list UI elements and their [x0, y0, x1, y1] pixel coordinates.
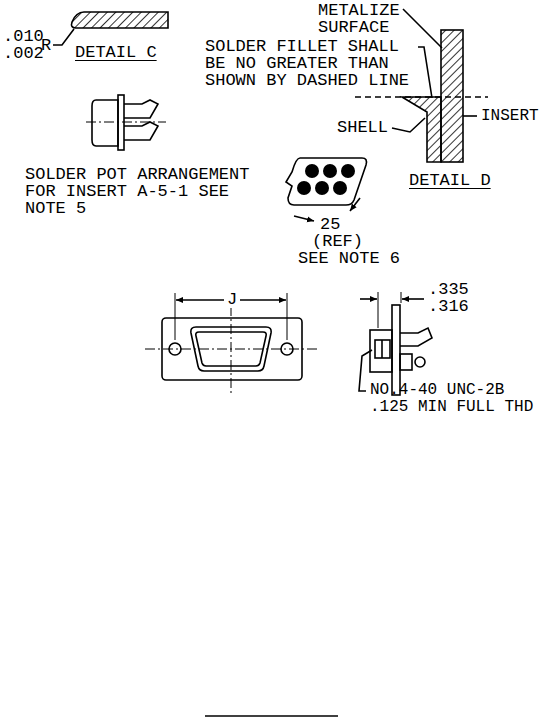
shell-section [402, 97, 441, 162]
dimension-text: J [224, 291, 240, 308]
leader-line [392, 118, 425, 132]
thread-note: NO.4-40 UNC-2B .125 MIN FULL THD [370, 382, 540, 416]
detail-title: DETAIL D [409, 172, 491, 189]
insert-face [286, 158, 367, 221]
solder-pot-view [86, 95, 166, 150]
dimension-text: .010 [3, 28, 44, 45]
detail-title: DETAIL C [75, 44, 157, 61]
note-text: SEE NOTE 6 [298, 250, 400, 267]
part-name: INSERT [481, 108, 539, 125]
leader-line [418, 47, 432, 98]
rule-line [205, 715, 338, 717]
dimension-text: .316 [428, 298, 469, 315]
leader-line [403, 9, 442, 48]
insert-section [441, 30, 463, 162]
fillet-limit-line [355, 96, 488, 98]
connector-front-view [145, 293, 318, 395]
dimension-text: (REF) [312, 233, 363, 250]
note-text: SOLDER POT ARRANGEMENT FOR INSERT A-5-1 … [25, 166, 265, 217]
note-text: SOLDER FILLET SHALL BE NO GREATER THAN S… [205, 38, 417, 89]
edge-radius-bar [72, 12, 169, 28]
dimension-text: .002 [3, 45, 44, 62]
dimension-text: .335 [428, 281, 469, 298]
part-name: SHELL [337, 119, 388, 136]
dimension-text: 25 [320, 216, 340, 233]
connector-side-view [359, 292, 432, 395]
leader-line [53, 29, 74, 45]
callout-text: METALIZE SURFACE [318, 2, 413, 36]
leader-line [463, 115, 477, 117]
